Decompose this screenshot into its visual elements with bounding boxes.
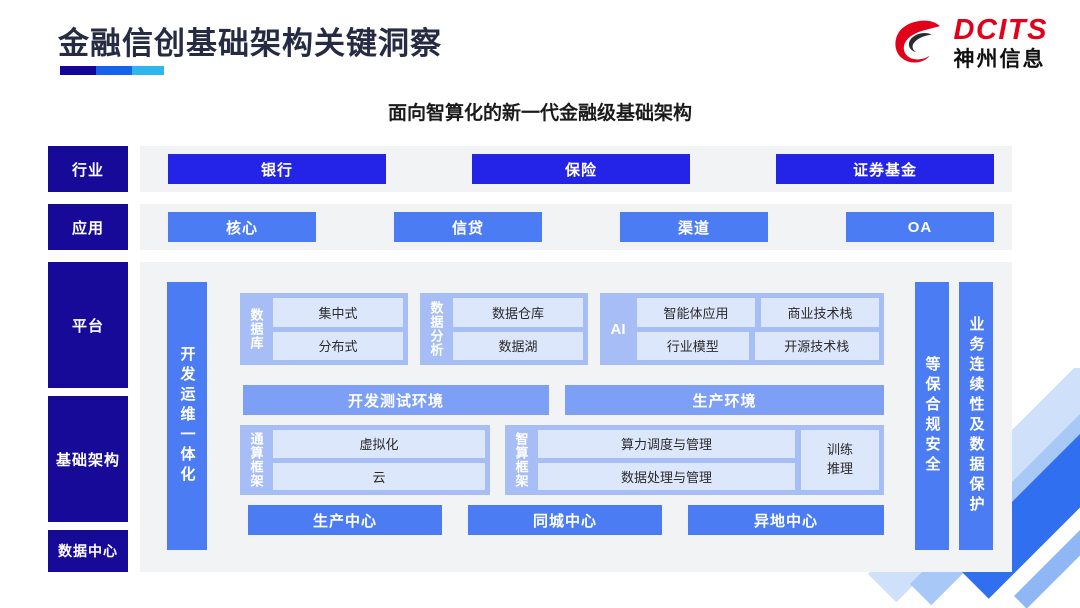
env-bar-production[interactable]: 生产环境	[565, 385, 884, 415]
layer-label-platform: 平台	[48, 262, 128, 388]
vertical-bar-continuity[interactable]: 业务连续性及数据保护	[959, 282, 993, 550]
cell-opensource-stack[interactable]: 开源技术栈	[754, 331, 879, 360]
cell-cloud[interactable]: 云	[273, 462, 485, 490]
cell-virtualization[interactable]: 虚拟化	[273, 430, 485, 458]
cell-data-processing[interactable]: 数据处理与管理	[538, 462, 795, 490]
layer-label-application: 应用	[48, 204, 128, 250]
cell-training-inference[interactable]: 训练 推理	[801, 430, 879, 490]
layer-label-infrastructure: 基础架构	[48, 396, 128, 522]
compute-group-intelligent[interactable]: 智算框架 算力调度与管理 数据处理与管理 训练 推理	[505, 425, 884, 495]
cell-compute-scheduling[interactable]: 算力调度与管理	[538, 430, 795, 458]
layer-label-datacenter: 数据中心	[48, 530, 128, 572]
platform-group-data-analysis[interactable]: 数据分析 数据仓库 数据湖	[420, 293, 588, 365]
industry-chip-securities[interactable]: 证券基金	[776, 154, 994, 184]
datacenter-bar-production[interactable]: 生产中心	[248, 505, 442, 535]
datacenter-bar-remote[interactable]: 异地中心	[688, 505, 884, 535]
application-chip-channel[interactable]: 渠道	[620, 212, 768, 242]
cell-centralized[interactable]: 集中式	[273, 298, 403, 327]
group-label-database: 数据库	[248, 308, 264, 350]
dcits-logo: DCITS 神州信息	[891, 16, 1049, 70]
vertical-bar-security[interactable]: 等保合规安全	[915, 282, 949, 550]
group-label-data-analysis: 数据分析	[428, 301, 444, 357]
training-label: 训练	[826, 442, 853, 458]
page-title: 金融信创基础架构关键洞察	[58, 26, 442, 61]
cell-commercial-stack[interactable]: 商业技术栈	[761, 298, 879, 327]
group-label-general-compute: 通算框架	[248, 432, 264, 488]
industry-chip-insurance[interactable]: 保险	[472, 154, 690, 184]
compute-group-general[interactable]: 通算框架 虚拟化 云	[240, 425, 490, 495]
logo-text-cn: 神州信息	[953, 48, 1046, 71]
application-chip-core[interactable]: 核心	[168, 212, 316, 242]
vertical-bar-devops[interactable]: 开发运维一体化	[167, 282, 207, 550]
cell-data-warehouse[interactable]: 数据仓库	[453, 298, 583, 327]
datacenter-bar-metro[interactable]: 同城中心	[468, 505, 662, 535]
diagram-subtitle: 面向智算化的新一代金融级基础架构	[387, 103, 692, 124]
group-label-intelligent-compute: 智算框架	[513, 432, 529, 488]
dcits-swirl-icon	[894, 20, 940, 63]
industry-chip-bank[interactable]: 银行	[168, 154, 386, 184]
application-chip-oa[interactable]: OA	[846, 212, 994, 242]
platform-group-ai[interactable]: AI 智能体应用 商业技术栈 行业模型 开源技术栈	[600, 293, 884, 365]
group-label-ai: AI	[610, 320, 626, 338]
title-underline-accent	[60, 66, 164, 75]
cell-industry-model[interactable]: 行业模型	[637, 331, 749, 360]
logo-text-en: DCITS	[953, 14, 1048, 46]
cell-distributed[interactable]: 分布式	[273, 331, 403, 360]
platform-group-database[interactable]: 数据库 集中式 分布式	[240, 293, 408, 365]
cell-data-lake[interactable]: 数据湖	[453, 331, 583, 360]
layer-label-industry: 行业	[48, 146, 128, 192]
cell-agent-application[interactable]: 智能体应用	[637, 298, 755, 327]
application-chip-credit[interactable]: 信贷	[394, 212, 542, 242]
env-bar-dev-test[interactable]: 开发测试环境	[243, 385, 549, 415]
inference-label: 推理	[826, 461, 853, 476]
